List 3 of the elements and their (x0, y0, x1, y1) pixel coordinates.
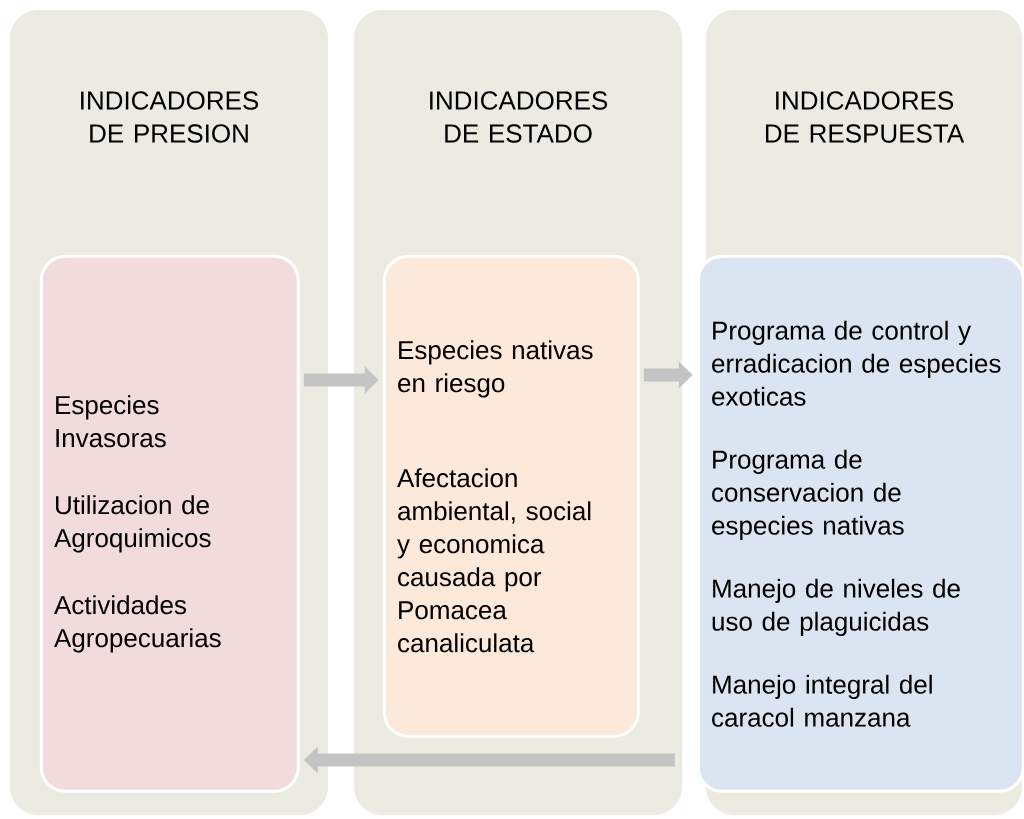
indicator-box: Especies nativas en riesgo Afectacion ambiental, social y economica causada por Pomacea canaliculata (382, 254, 640, 738)
indicator-box: Especies Invasoras Utilizacion de Agroquimicos Actividades Agropecuarias (39, 254, 300, 793)
indicator-box: Programa de control y erradicacion de especies exoticas Programa de conservacion de especies nativas Manejo de niveles de uso de plaguicidas Manejo integral del caracol manzana (696, 254, 1024, 793)
